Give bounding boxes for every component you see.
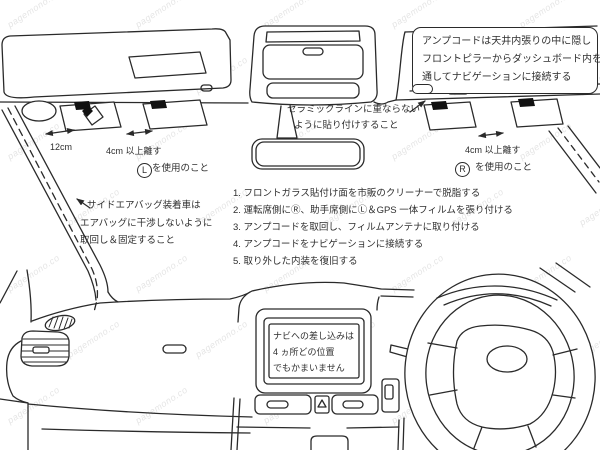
amp-cord-route [7,107,99,313]
side-airbag-note: サイドエアバッグ装着車は エアバッグに干渉しないように 取回し＆固定すること [80,197,212,250]
horn-emblem [486,345,528,373]
film-antenna-left-1 [59,101,122,132]
measurement-label-12cm: 12cm [50,142,73,152]
switch [384,384,394,400]
install-step: 2. 運転席側にⓇ、助手席側にⓁ＆GPS 一体フィルムを張り付ける [233,205,513,216]
right-a-pillar [539,125,600,293]
center-air-vent-left [254,394,312,415]
vent-slider [32,346,50,354]
gps-terminal-tab [82,106,93,117]
install-steps-list: 1. フロントガラス貼付け面を市販のクリーナーで脱脂する 2. 運転席側にⓇ、助… [233,185,513,270]
use-r-label: R を使用のこと [455,160,532,177]
defroster-sensor [44,314,76,332]
watermark-text: pagemono.co [5,0,62,30]
nav-note-line2: 4 ヵ所どの位置 [273,347,335,357]
nav-note-line3: でもかまいません [273,363,345,373]
roof-routing-note: アンプコードは天井内張りの中に隠し フロントピラーからダッシュボード内を 通して… [412,27,600,94]
left-sun-visor [1,28,232,99]
vent-slider [266,400,289,409]
mirror-stalk [276,105,298,139]
watermark-text: pagemono.co [133,0,190,30]
switch-panel [381,378,400,413]
center-air-vent-right [331,394,379,415]
film-antenna-right-1 [423,101,477,131]
headliner-sensor [21,100,57,122]
ceramic-note-line1: セラミックラインに重ならない [287,104,421,115]
steering-center-pad [452,324,557,430]
gps-film-antenna [83,105,104,126]
vanity-mirror [128,51,207,79]
measurement-label-4cm-left: 4cm 以上離す [106,146,162,156]
measurement-arrows [45,100,504,209]
roof-note-line3: 通してナビゲーションに接続する [422,72,572,83]
nav-screen [268,323,360,379]
watermark-text: pagemono.co [133,385,190,427]
hazard-triangle-icon [317,399,327,408]
dashboard [0,281,415,450]
use-r-text: を使用のこと [475,162,533,173]
arrow-to-antenna [409,100,426,113]
watermark-text: pagemono.co [389,0,446,30]
watermark-text: pagemono.co [5,385,62,427]
arrow-4cm-left [126,128,153,137]
airbag-note-line2: エアバッグに干渉しないように [80,217,213,229]
watermark-text: pagemono.co [517,0,574,30]
vent-slider [342,400,364,409]
install-step: 3. アンプコードを取回し、フィルムアンテナに取り付ける [233,222,480,233]
arrow-12cm [45,128,75,136]
side-air-vent [20,330,70,367]
navigation-unit [254,308,400,415]
antenna-terminal-tab [518,98,535,107]
steering-wheel [404,273,596,450]
arrow-to-pillar [76,198,91,209]
nav-insert-note: ナビへの差し込みは 4 ヵ所どの位置 でもかまいません [273,328,354,376]
install-step: 1. フロントガラス貼付け面を市販のクリーナーで脱脂する [233,188,481,199]
watermark-text: pagemono.co [5,253,62,295]
nav-note-line1: ナビへの差し込みは [273,331,355,341]
roof-note-line2: フロントピラーからダッシュボード内を [422,54,600,65]
cup-holder [310,435,349,450]
film-antenna-right-2 [510,98,564,128]
watermark-text: pagemono.co [193,319,250,361]
visor-clip [200,84,213,92]
rearview-mirror [251,105,365,170]
spoke-lower [473,425,537,449]
overhead-console [249,25,378,106]
install-step: 4. アンプコードをナビゲーションに接続する [233,239,424,250]
hazard-button [314,395,330,414]
antenna-terminal-tab [150,100,167,109]
install-step: 5. 取り外した内装を復旧する [233,256,358,267]
airbag-note-line1: サイドエアバッグ装着車は [87,200,201,211]
airbag-note-line3: 取回し＆固定すること [80,235,176,246]
spoke-right [552,348,578,399]
ceramic-line-note: セラミックラインに重ならない ように貼り付けすること [287,102,420,133]
dash-speaker-grille [162,344,187,354]
use-l-text: を使用のこと [152,163,210,174]
film-antenna-left-2 [142,99,208,130]
spoke-left [427,342,458,396]
left-a-pillar [0,105,109,323]
antenna-terminal-tab [431,101,448,110]
watermark-text: pagemono.co [133,253,190,295]
circled-l-badge: L [137,163,152,178]
console-latch [302,47,324,56]
roof-note-line1: アンプコードは天井内張りの中に隠し [422,36,592,47]
callout-clip [412,84,433,94]
measurement-label-4cm-right: 4cm 以上離す [465,145,521,155]
amp-cord-route [557,127,600,183]
circled-r-badge: R [455,162,470,177]
ceramic-note-line2: ように貼り付けすること [294,119,399,131]
arrow-4cm-right [478,130,504,139]
